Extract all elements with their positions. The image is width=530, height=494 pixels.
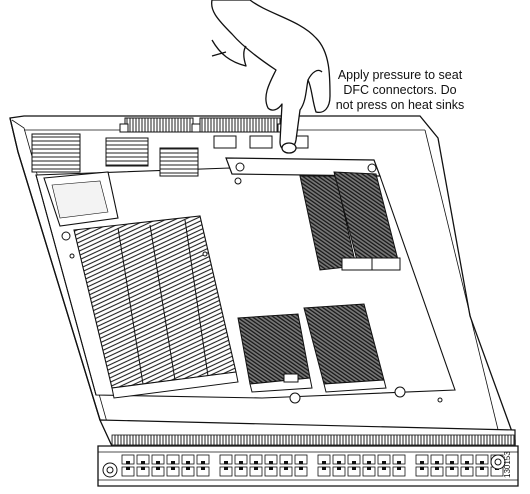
rj45-latch bbox=[450, 467, 454, 470]
rj45-latch bbox=[435, 461, 439, 464]
rj45-latch bbox=[269, 467, 273, 470]
rj45-latch bbox=[397, 467, 401, 470]
rj45-latch bbox=[239, 461, 243, 464]
rj45-latch bbox=[397, 461, 401, 464]
rj45-latch bbox=[480, 461, 484, 464]
rj45-latch bbox=[352, 461, 356, 464]
rj45-latch bbox=[322, 467, 326, 470]
rj45-latch bbox=[382, 467, 386, 470]
rj45-latch bbox=[141, 461, 145, 464]
dfc-heatsink-lower bbox=[237, 303, 387, 393]
rj45-latch bbox=[367, 461, 371, 464]
rj45-latch bbox=[450, 461, 454, 464]
heatsink-icon bbox=[31, 133, 199, 177]
rj45-latch bbox=[239, 467, 243, 470]
rj45-latch bbox=[420, 467, 424, 470]
rj45-latch bbox=[224, 467, 228, 470]
rj45-latch bbox=[201, 461, 205, 464]
rj45-latch bbox=[480, 467, 484, 470]
instruction-callout: Apply pressure to seat DFC connectors. D… bbox=[330, 68, 470, 113]
callout-line: DFC connectors. Do bbox=[343, 83, 457, 97]
rj45-latch bbox=[367, 467, 371, 470]
rj45-latch bbox=[299, 461, 303, 464]
rj45-latch bbox=[171, 461, 175, 464]
rj45-latch bbox=[322, 461, 326, 464]
ejector-lever-right bbox=[490, 454, 506, 470]
rj45-latch bbox=[254, 461, 258, 464]
rj45-latch bbox=[420, 461, 424, 464]
rj45-latch bbox=[299, 467, 303, 470]
rj45-latch bbox=[465, 461, 469, 464]
rj45-latch bbox=[284, 461, 288, 464]
rj45-latch bbox=[352, 467, 356, 470]
rj45-latch bbox=[186, 467, 190, 470]
rj45-latch bbox=[186, 461, 190, 464]
mezzanine-module bbox=[43, 171, 119, 241]
rj45-latch bbox=[156, 467, 160, 470]
rj45-latch bbox=[337, 461, 341, 464]
rj45-latch bbox=[254, 467, 258, 470]
rj45-latch bbox=[171, 467, 175, 470]
rj45-latch bbox=[382, 461, 386, 464]
rj45-latch bbox=[126, 467, 130, 470]
callout-line: Apply pressure to seat bbox=[337, 68, 463, 82]
rj45-latch bbox=[126, 461, 130, 464]
rj45-latch bbox=[284, 467, 288, 470]
ejector-lever-left bbox=[102, 462, 118, 478]
rj45-latch bbox=[337, 467, 341, 470]
rj45-latch bbox=[201, 467, 205, 470]
pointing-hand-icon bbox=[210, 0, 331, 154]
rj45-latch bbox=[435, 467, 439, 470]
dfc-heatsink-dark bbox=[299, 171, 401, 271]
rj45-latch bbox=[269, 461, 273, 464]
rj45-latch bbox=[465, 467, 469, 470]
dfc-stiffener-bar bbox=[225, 157, 381, 186]
rj45-latch bbox=[224, 461, 228, 464]
callout-line: not press on heat sinks bbox=[335, 98, 465, 112]
figure-id: 130153 bbox=[503, 451, 512, 478]
large-heatsink bbox=[73, 215, 239, 399]
rj45-latch bbox=[141, 467, 145, 470]
connector-icon bbox=[119, 117, 287, 133]
rj45-latch bbox=[156, 461, 160, 464]
